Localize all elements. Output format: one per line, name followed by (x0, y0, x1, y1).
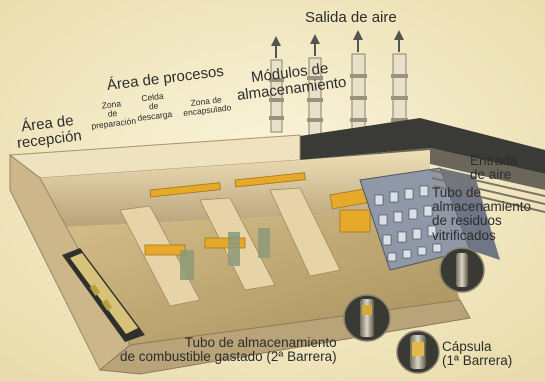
air-inlet-louvres (429, 169, 545, 213)
prep-zone-label: Zona de preparación (90, 98, 137, 131)
vitrified-tube-callout (439, 247, 485, 293)
capsule-label: Cápsula (1ª Barrera) (442, 339, 513, 369)
reception-vehicle (62, 248, 145, 342)
air-outlet-label: Salida de aire (305, 9, 397, 26)
air-outlet-stacks (269, 30, 408, 139)
unload-cell-label: Celda de descarga (136, 90, 173, 123)
capsule-callout (396, 330, 440, 374)
fuel-tube-label: Tubo de almacenamiento de combustible ga… (120, 335, 337, 365)
vitrified-tube-label: Tubo de almacenamiento de residuos vitri… (432, 185, 532, 243)
roof (300, 118, 545, 174)
air-inlet-label: Entrada de aire (470, 153, 518, 183)
fuel-tube-callout (343, 294, 391, 342)
